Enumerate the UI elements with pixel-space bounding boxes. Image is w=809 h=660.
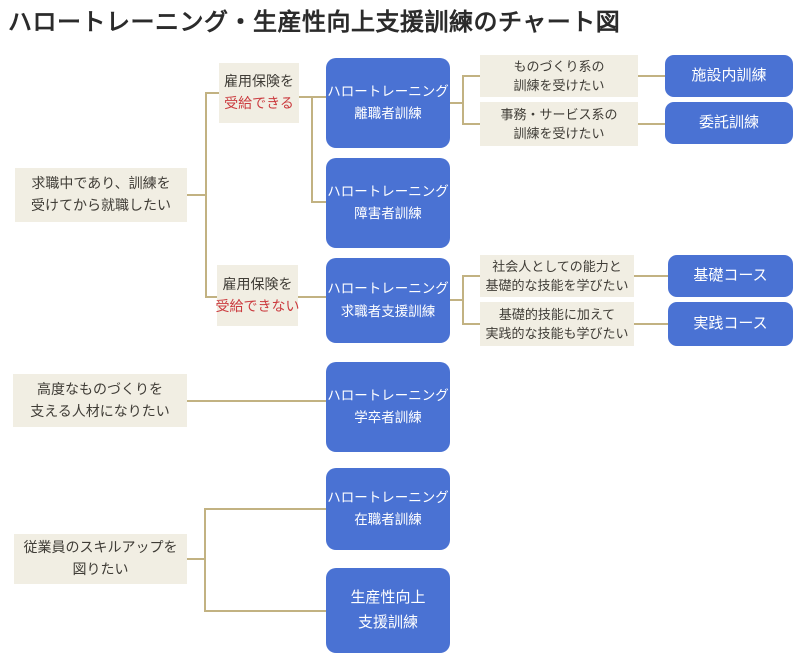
- node-text: ハロートレーニング: [327, 83, 449, 99]
- node-text: 図りたい: [72, 561, 129, 577]
- node-text: 施設内訓練: [691, 67, 767, 84]
- node-text: ハロートレーニング: [327, 489, 449, 505]
- node-text-emphasis: 受給できる: [224, 95, 294, 111]
- node-text: 障害者訓練: [354, 206, 422, 221]
- node-need-jobseeker: 求職中であり、訓練を 受けてから就職したい: [15, 168, 187, 222]
- connector-line: [462, 75, 480, 77]
- connector-line: [634, 323, 668, 325]
- connector-line: [450, 299, 464, 301]
- node-text: 基礎コース: [693, 267, 768, 284]
- node-text: 離職者訓練: [354, 106, 422, 121]
- node-text-emphasis: 受給できない: [215, 297, 300, 314]
- connector-line: [462, 323, 480, 325]
- connector-line: [634, 275, 668, 277]
- node-text: 求職中であり、訓練を: [31, 175, 171, 192]
- connector-line: [638, 75, 665, 77]
- node-want-monodukuri: ものづくり系の 訓練を受けたい: [480, 55, 638, 97]
- node-text: 基礎的な技能を学びたい: [485, 278, 629, 293]
- connector-line: [298, 296, 326, 298]
- connector-line: [311, 201, 326, 203]
- page-title: ハロートレーニング・生産性向上支援訓練のチャート図: [8, 9, 621, 36]
- node-insured-no: 雇用保険を 受給できない: [215, 265, 300, 326]
- node-text: 雇用保険を: [224, 73, 294, 90]
- connector-line: [205, 92, 219, 94]
- node-want-shakaijin: 社会人としての能力と 基礎的な技能を学びたい: [480, 255, 634, 297]
- node-text: 委託訓練: [698, 114, 759, 131]
- connector-line: [187, 558, 205, 560]
- node-text: 受けてから就職したい: [31, 197, 171, 213]
- node-text: ハロートレーニング: [327, 183, 449, 199]
- node-text: 従業員のスキルアップを: [23, 539, 178, 556]
- node-text: ものづくり系の: [513, 58, 605, 74]
- node-hello-kyushokusha: ハロートレーニング 求職者支援訓練: [326, 258, 450, 343]
- node-insured-yes: 雇用保険を 受給できる: [219, 63, 299, 123]
- node-text: 基礎的技能に加えて: [498, 306, 616, 322]
- connector-line: [204, 508, 206, 612]
- connector-line: [187, 194, 206, 196]
- node-need-monodukuri: 高度なものづくりを 支える人材になりたい: [13, 374, 187, 427]
- node-text: 実践コース: [693, 315, 768, 332]
- node-itaku-kunren: 委託訓練: [665, 102, 793, 144]
- node-text: 訓練を受けたい: [513, 78, 605, 93]
- node-kiso-course: 基礎コース: [668, 255, 793, 297]
- connector-line: [462, 275, 464, 325]
- node-text: 在職者訓練: [354, 512, 422, 527]
- connector-line: [204, 610, 326, 612]
- node-text: 学卒者訓練: [354, 410, 422, 425]
- node-want-jimu-service: 事務・サービス系の 訓練を受けたい: [480, 102, 638, 146]
- node-text: ハロートレーニング: [327, 387, 449, 403]
- node-text: 求職者支援訓練: [340, 303, 436, 319]
- connector-line: [204, 508, 326, 510]
- connector-line: [187, 400, 326, 402]
- connector-line: [462, 123, 480, 125]
- node-need-skillup: 従業員のスキルアップを 図りたい: [14, 534, 187, 584]
- node-jissen-course: 実践コース: [668, 302, 793, 346]
- node-text: 雇用保険を: [222, 275, 293, 292]
- connector-line: [311, 96, 313, 203]
- node-hello-zaishokusha: ハロートレーニング 在職者訓練: [326, 468, 450, 550]
- node-text: 事務・サービス系の: [500, 106, 618, 122]
- connector-line: [638, 123, 665, 125]
- node-hello-shogaisha: ハロートレーニング 障害者訓練: [326, 158, 450, 248]
- connector-line: [205, 296, 217, 298]
- connector-line: [205, 92, 207, 298]
- node-want-jissen-skill: 基礎的技能に加えて 実践的な技能も学びたい: [480, 302, 634, 346]
- node-text: 高度なものづくりを: [37, 380, 163, 397]
- node-text: 訓練を受けたい: [513, 126, 605, 141]
- connector-line: [462, 275, 480, 277]
- node-text: 生産性向上: [350, 588, 426, 606]
- node-seisansei-kojo: 生産性向上 支援訓練: [326, 568, 450, 653]
- node-hello-rishokusha: ハロートレーニング 離職者訓練: [326, 58, 450, 148]
- node-shisetsunai-kunren: 施設内訓練: [665, 55, 793, 97]
- connector-line: [450, 102, 464, 104]
- node-text: 社会人としての能力と: [492, 258, 622, 274]
- node-text: 支える人材になりたい: [30, 402, 170, 419]
- node-text: 支援訓練: [357, 613, 418, 631]
- node-text: ハロートレーニング: [327, 281, 449, 297]
- node-text: 実践的な技能も学びたい: [485, 326, 629, 341]
- connector-line: [462, 75, 464, 125]
- node-hello-gakusotsu: ハロートレーニング 学卒者訓練: [326, 362, 450, 452]
